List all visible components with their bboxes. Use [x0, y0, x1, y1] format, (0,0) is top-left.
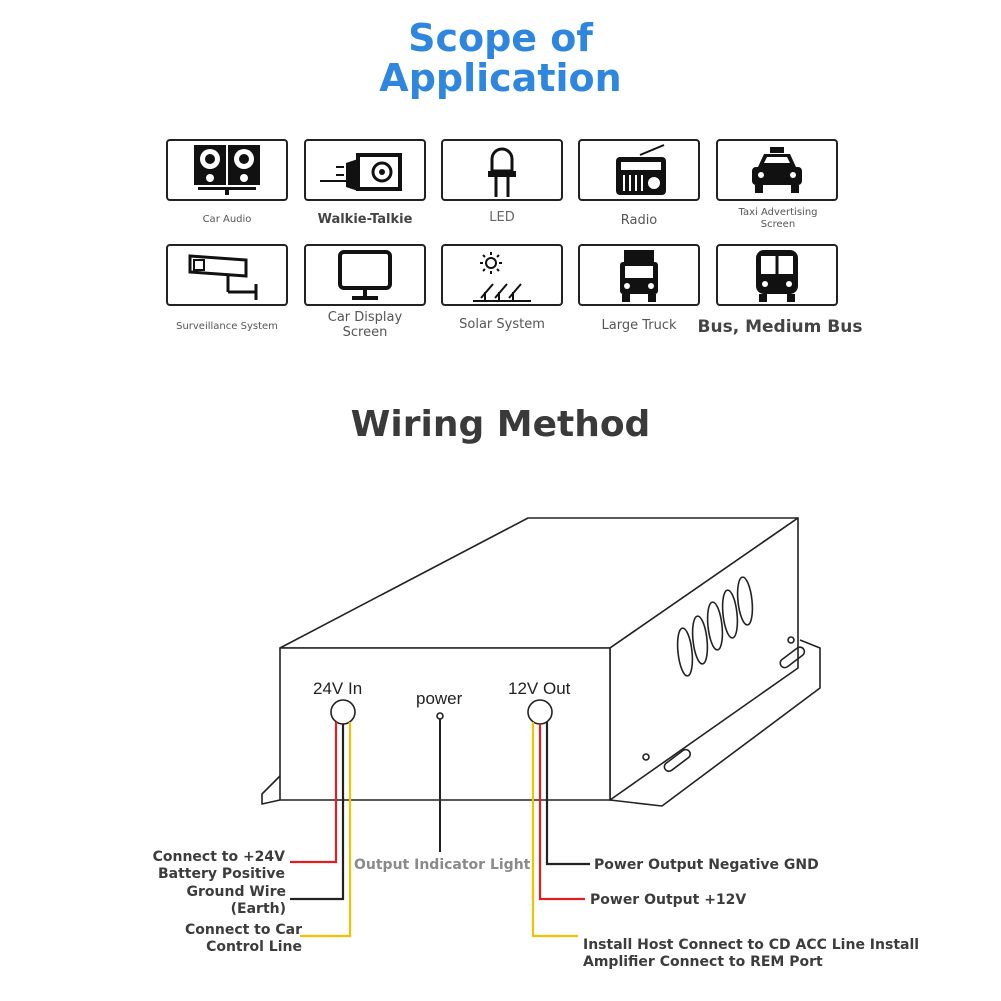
battery-positive-label: Connect to +24V Battery Positive: [152, 849, 285, 882]
mount-hole: [642, 753, 650, 761]
scope-title-line2: Application: [379, 56, 622, 100]
surveillance-tile: [166, 244, 288, 306]
taxi-label: Taxi Advertising Screen: [738, 207, 818, 230]
acc-line-label: Install Host Connect to CD ACC Line Inst…: [583, 937, 920, 970]
power-label: power: [416, 689, 463, 708]
ground-wire-label: Ground Wire (Earth): [186, 884, 286, 917]
bus-tile: [716, 244, 838, 306]
speaker-icon: [194, 145, 260, 195]
black-wire-gnd-out: [545, 722, 590, 866]
taxi-tile: [716, 139, 838, 201]
vent-slot: [736, 576, 754, 626]
vent-slot: [676, 627, 694, 677]
yellow-wire-acc: [531, 722, 578, 938]
bus-icon: [756, 250, 798, 302]
led-tile: [441, 139, 563, 201]
walkie-talkie-tile: [304, 139, 426, 201]
truck-icon: [620, 250, 658, 302]
car-display-label: Car Display Screen: [327, 310, 403, 340]
surveillance-label: Surveillance System: [176, 321, 278, 332]
yellow-wire-control: [300, 722, 352, 938]
led-label: LED: [489, 210, 515, 225]
scope-title-line1: Scope of: [408, 16, 593, 60]
radio-label: Radio: [620, 213, 658, 228]
solar-icon: [473, 252, 531, 302]
wiring-method-title: Wiring Method: [350, 404, 651, 445]
vent-slot: [721, 589, 739, 639]
input-port-label: 24V In: [313, 679, 362, 698]
mount-slot: [663, 748, 691, 773]
car-audio-label: Car Audio: [202, 214, 252, 225]
vent-slot: [691, 615, 709, 665]
vent-slot: [706, 601, 724, 651]
box-front-face: [279, 647, 611, 801]
taxi-icon: [752, 147, 802, 193]
output-port-label: 12V Out: [508, 679, 571, 698]
monitor-icon: [338, 250, 392, 300]
radio-icon: [616, 144, 666, 195]
red-wire-24v: [290, 722, 338, 864]
right-flange: [609, 639, 821, 807]
car-audio-tile: [166, 139, 288, 201]
solar-tile: [441, 244, 563, 306]
red-wire-12v: [538, 724, 585, 901]
solar-label: Solar System: [459, 317, 545, 332]
negative-gnd-label: Power Output Negative GND: [594, 857, 819, 873]
led-icon: [488, 147, 516, 197]
car-control-label: Connect to Car Control Line: [185, 922, 302, 955]
left-flange: [261, 775, 281, 805]
bus-label: Bus, Medium Bus: [697, 317, 863, 337]
camera-icon: [188, 254, 258, 300]
black-wire-ground: [290, 724, 345, 901]
car-display-tile: [304, 244, 426, 306]
indicator-light-label: Output Indicator Light: [354, 857, 531, 873]
mount-hole: [787, 636, 795, 644]
walkie-talkie-label: Walkie-Talkie: [317, 212, 413, 227]
truck-label: Large Truck: [601, 318, 677, 333]
output-12v-label: Power Output +12V: [590, 892, 747, 908]
radio-tile: [578, 139, 700, 201]
walkie-talkie-icon: [320, 153, 402, 191]
mount-slot: [779, 646, 806, 669]
truck-tile: [578, 244, 700, 306]
